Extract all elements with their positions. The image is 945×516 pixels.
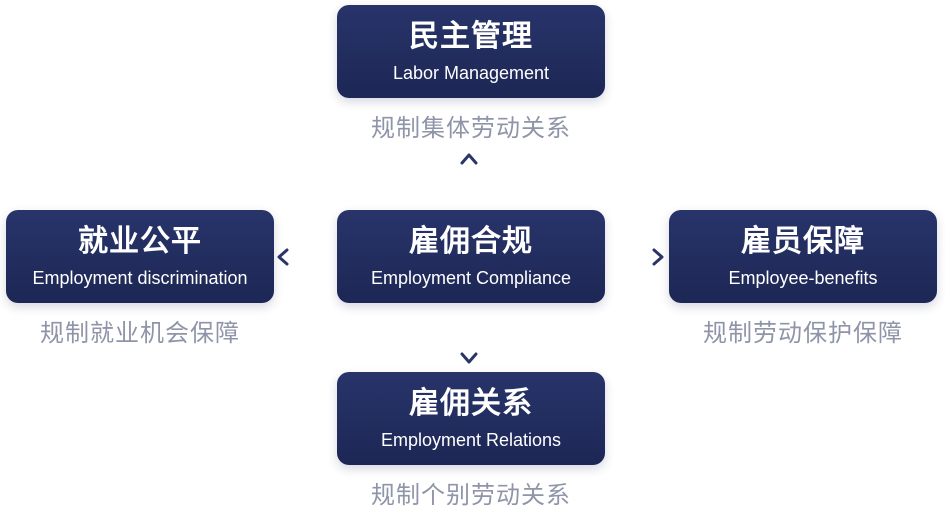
node-title-zh: 民主管理 [409, 18, 533, 54]
node-title-en: Labor Management [392, 62, 550, 83]
arrow-down [460, 318, 478, 364]
arrow-up [460, 153, 478, 195]
arrow-left [277, 248, 321, 266]
node-employment-compliance: 雇佣合规 Employment Compliance [337, 210, 605, 303]
node-title-zh: 雇佣合规 [409, 223, 533, 259]
caption-employment-discrimination: 规制就业机会保障 [40, 319, 240, 347]
caption-labor-management: 规制集体劳动关系 [371, 114, 571, 142]
arrow-right [620, 248, 664, 266]
node-employee-benefits: 雇员保障 Employee-benefits [669, 210, 937, 303]
node-title-zh: 就业公平 [78, 223, 202, 259]
node-title-en: Employment Compliance [370, 267, 572, 288]
node-employment-relations: 雇佣关系 Employment Relations [337, 372, 605, 465]
caption-employment-relations: 规制个别劳动关系 [371, 481, 571, 509]
node-title-zh: 雇员保障 [741, 223, 865, 259]
caption-employee-benefits: 规制劳动保护保障 [703, 319, 903, 347]
node-title-en: Employment Relations [380, 429, 562, 450]
node-title-zh: 雇佣关系 [409, 385, 533, 421]
node-employment-discrimination: 就业公平 Employment discrimination [6, 210, 274, 303]
node-title-en: Employee-benefits [728, 267, 878, 288]
node-title-en: Employment discrimination [32, 267, 248, 288]
node-labor-management: 民主管理 Labor Management [337, 5, 605, 98]
